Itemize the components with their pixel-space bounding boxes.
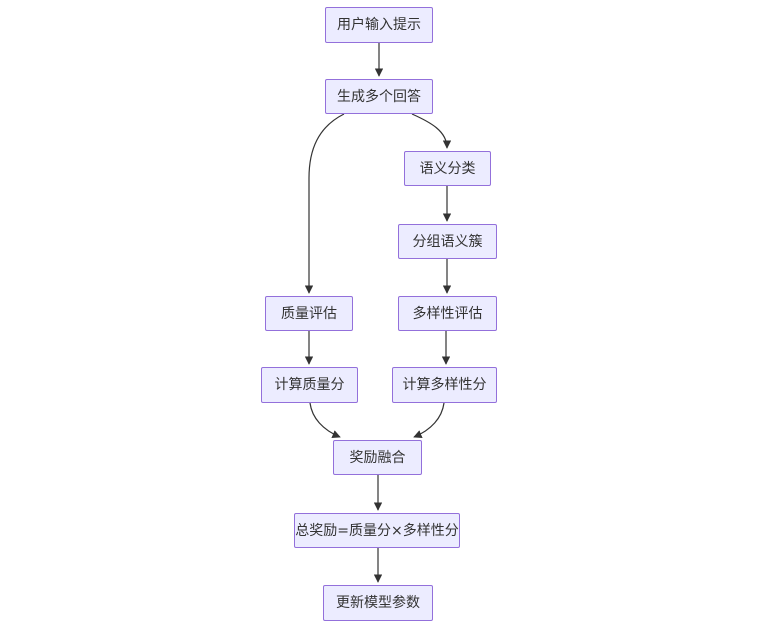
node-user-input-prompt: 用户输入提示 bbox=[325, 7, 433, 43]
node-group-semantic-clusters: 分组语义簇 bbox=[398, 224, 497, 259]
node-compute-diversity-score: 计算多样性分 bbox=[392, 367, 497, 403]
node-generate-multiple-answers: 生成多个回答 bbox=[325, 79, 433, 114]
node-compute-quality-score: 计算质量分 bbox=[261, 367, 358, 403]
edge-generate-semanticclassify bbox=[411, 113, 452, 149]
node-update-model-params: 更新模型参数 bbox=[323, 585, 433, 621]
node-semantic-classification: 语义分类 bbox=[404, 151, 491, 186]
edge-qualityscore-rewardfusion bbox=[309, 402, 341, 439]
edge-diversityscore-rewardfusion bbox=[413, 402, 445, 439]
edge-generate-qualityeval bbox=[304, 113, 345, 294]
node-quality-evaluation: 质量评估 bbox=[265, 296, 353, 331]
node-total-reward-formula: 总奖励=质量分×多样性分 bbox=[294, 513, 460, 548]
node-diversity-evaluation: 多样性评估 bbox=[398, 296, 497, 331]
node-reward-fusion: 奖励融合 bbox=[333, 440, 422, 475]
